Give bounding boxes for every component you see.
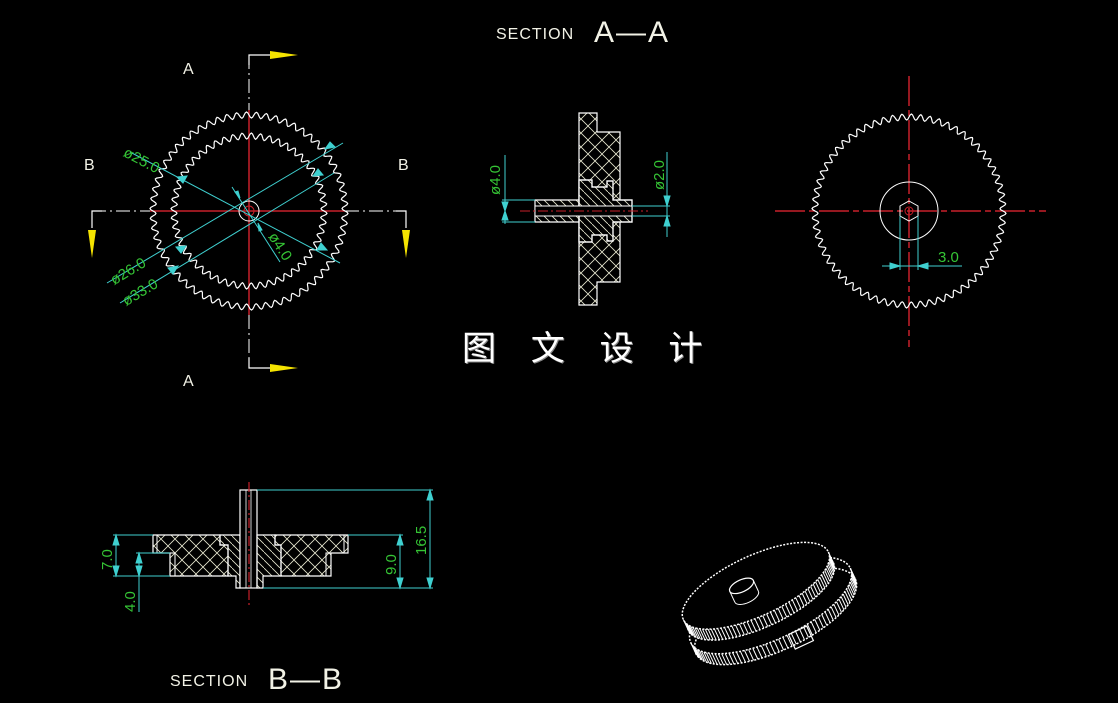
isometric-gear-view bbox=[681, 541, 858, 666]
arrow-b-left-icon bbox=[88, 230, 96, 258]
dim-bb-h4: 4.0 bbox=[122, 591, 139, 612]
dim-bb-h9: 9.0 bbox=[383, 554, 400, 575]
side-hex-hole bbox=[899, 200, 919, 222]
side-view bbox=[775, 76, 1046, 347]
cut-label-a-bottom: A bbox=[183, 373, 194, 390]
section-aa-title-small: SECTION bbox=[496, 26, 575, 43]
dim-side-w3: 3.0 bbox=[938, 249, 959, 266]
cut-label-b-right: B bbox=[398, 157, 409, 174]
arrow-b-right-icon bbox=[402, 230, 410, 258]
section-bb-title-small: SECTION bbox=[170, 673, 249, 690]
dim-aa-d4: ø4.0 bbox=[487, 164, 504, 195]
dim-bb-h16-5: 16.5 bbox=[413, 525, 430, 555]
side-gear bbox=[811, 113, 1007, 309]
front-dimension-lines bbox=[106, 141, 344, 304]
cut-label-b-left: B bbox=[84, 157, 95, 174]
section-bb-view bbox=[112, 482, 434, 612]
bb-dimension-lines bbox=[112, 488, 434, 612]
section-aa-view bbox=[501, 112, 671, 306]
front-inner-gear bbox=[170, 132, 328, 290]
front-outer-gear bbox=[149, 111, 349, 311]
arrow-a-top-icon bbox=[270, 51, 298, 59]
section-bb-title-big: B—B bbox=[268, 663, 345, 696]
cut-a-bottom-bracket bbox=[248, 358, 270, 369]
arrow-a-bottom-icon bbox=[270, 364, 298, 372]
section-aa-title-big: A—A bbox=[594, 16, 671, 49]
side-hub-circle bbox=[879, 181, 939, 241]
watermark-text: 图 文 设 计 bbox=[462, 329, 715, 369]
front-hub-circle bbox=[238, 200, 260, 222]
front-view bbox=[88, 51, 410, 372]
dim-bb-h7: 7.0 bbox=[99, 549, 116, 570]
cut-label-a-top: A bbox=[183, 61, 194, 78]
cut-a-top-bracket bbox=[248, 54, 270, 65]
dim-aa-d2: ø2.0 bbox=[651, 159, 668, 190]
